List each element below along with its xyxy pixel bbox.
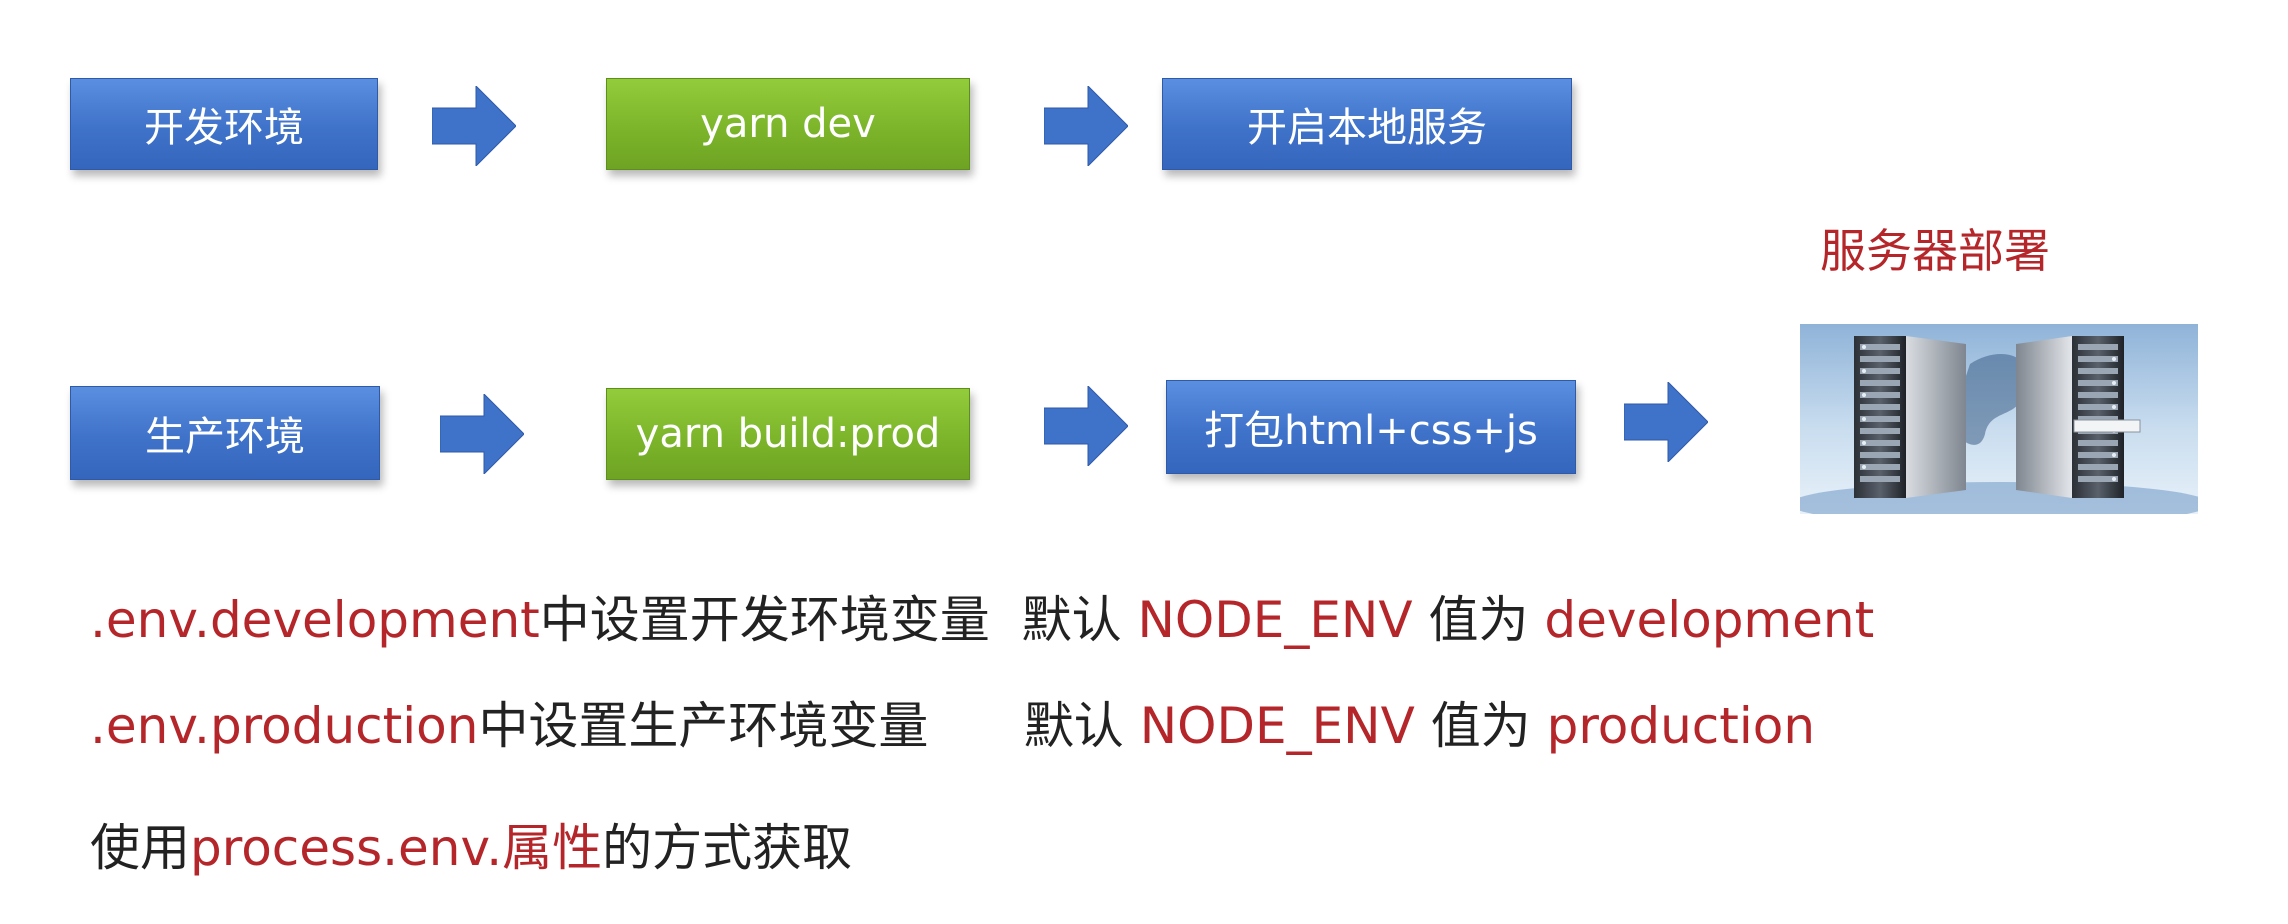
prod-env-file: .env.production [90,697,479,755]
prod-env-desc: 中设置生产环境变量 [478,697,929,755]
right-arrow-icon [432,86,516,166]
dev-command-label: yarn dev [700,101,876,147]
usage-prefix: 使用 [90,819,190,877]
usage-attr: 属性 [502,819,603,877]
right-arrow-icon [1044,386,1128,466]
right-arrow-icon [1624,382,1708,462]
server-rack-image [1800,324,2198,514]
prod-command-box: yarn build:prod [606,388,970,480]
dev-env-note: .env.development中设置开发环境变量 默认 NODE_ENV 值为… [90,580,1874,652]
usage-note: 使用process.env.属性的方式获取 [90,808,852,880]
dev-env-default: 默认 [1021,591,1122,649]
dev-env-value: development [1544,591,1875,649]
prod-package-box: 打包html+css+js [1166,380,1576,474]
deploy-title: 服务器部署 [1820,224,2050,278]
prod-env-value: production [1546,697,1816,755]
dev-command-box: yarn dev [606,78,970,170]
dev-env-desc: 中设置开发环境变量 [539,591,990,649]
dev-env-box: 开发环境 [70,78,378,170]
dev-env-label: 开发环境 [144,105,304,151]
right-arrow-icon [1044,86,1128,166]
prod-env-var: NODE_ENV [1139,697,1415,755]
prod-env-label: 生产环境 [145,414,305,460]
prod-env-note: .env.production中设置生产环境变量 默认 NODE_ENV 值为 … [90,686,1815,758]
prod-package-label: 打包html+css+js [1204,408,1538,454]
dev-result-label: 开启本地服务 [1247,105,1487,151]
dev-env-var: NODE_ENV [1137,591,1413,649]
dev-env-is: 值为 [1428,591,1529,649]
prod-env-is: 值为 [1430,697,1531,755]
usage-code: process.env. [190,819,503,877]
prod-env-default: 默认 [1023,697,1124,755]
right-arrow-icon [440,394,524,474]
usage-suffix: 的方式获取 [602,819,853,877]
prod-env-box: 生产环境 [70,386,380,480]
dev-result-box: 开启本地服务 [1162,78,1572,170]
prod-command-label: yarn build:prod [635,411,941,457]
dev-env-file: .env.development [90,591,540,649]
